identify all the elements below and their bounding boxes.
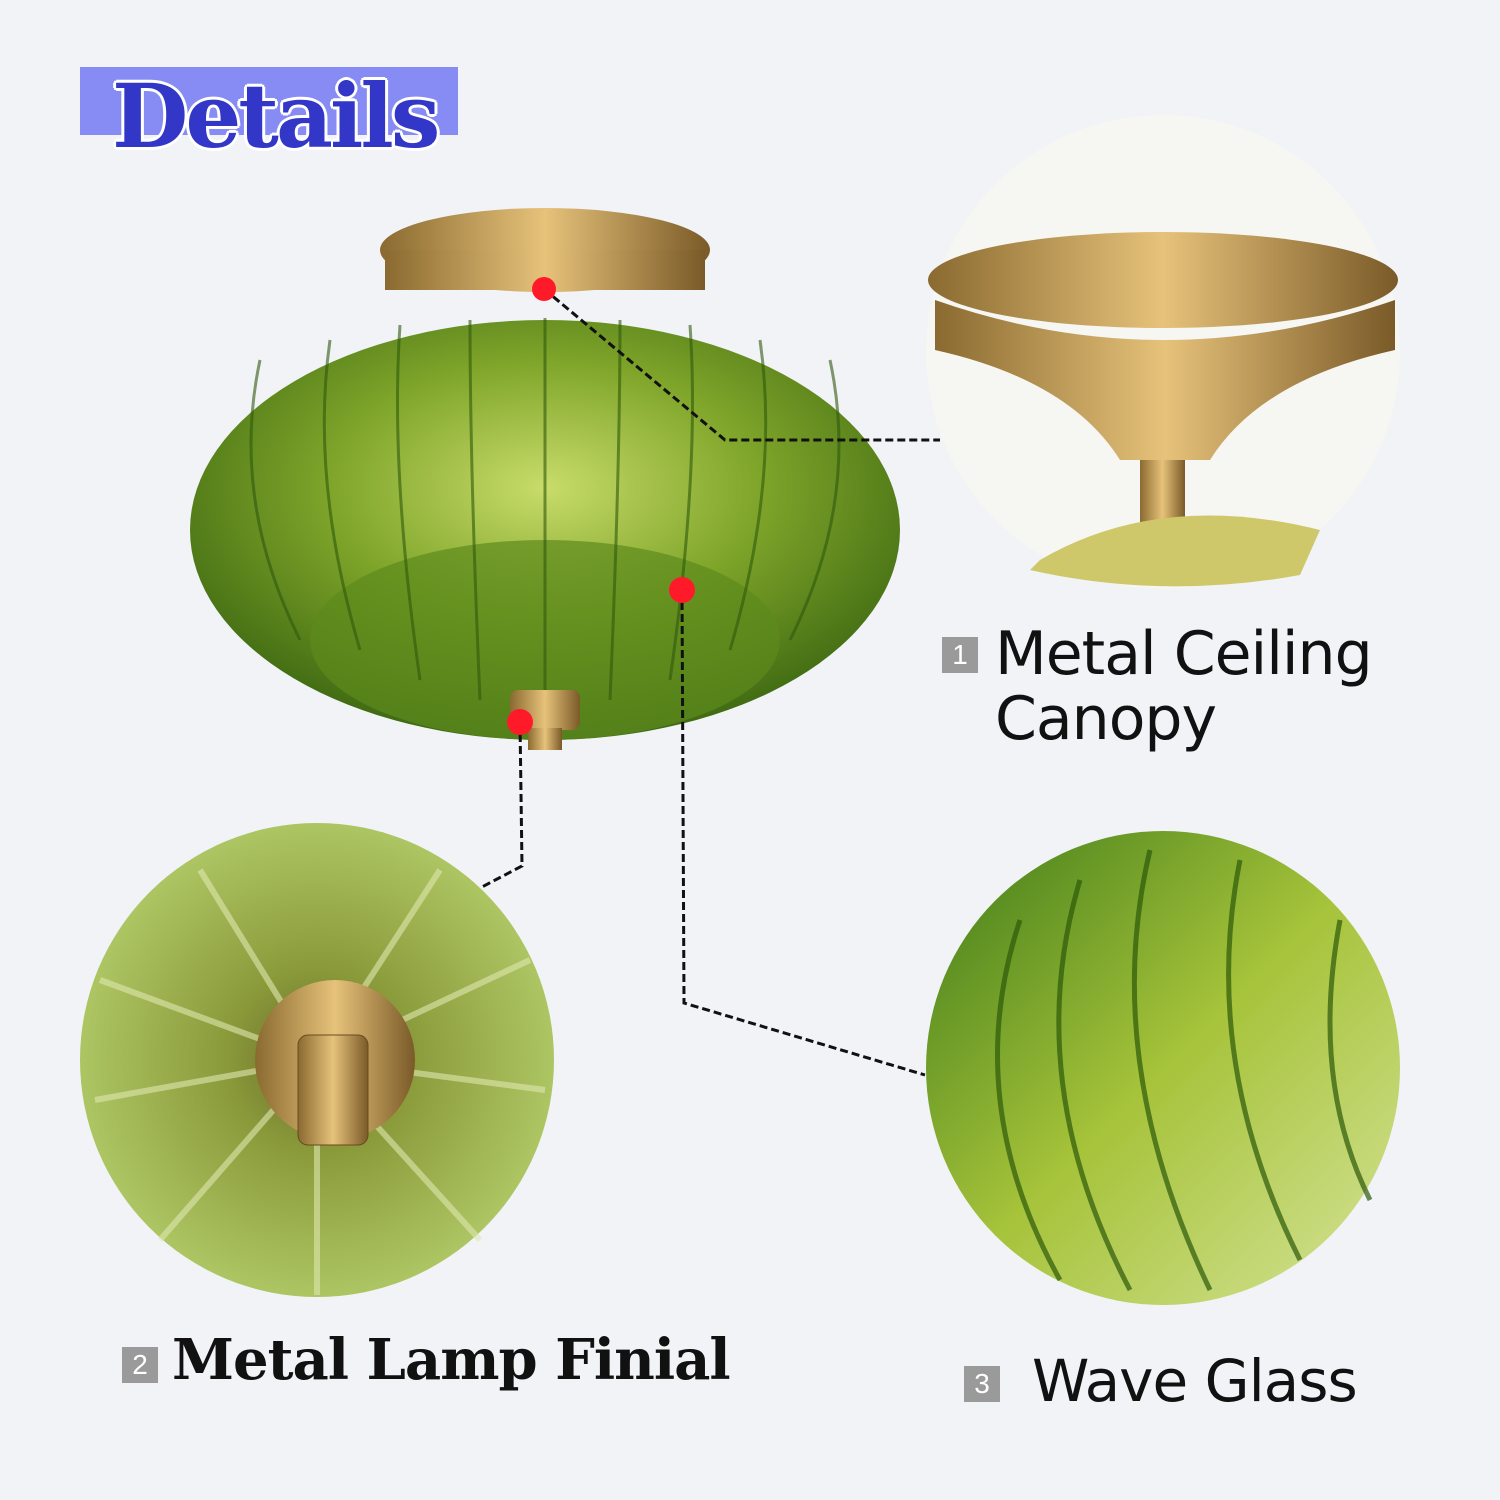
page-title: Details [112,64,440,168]
connector-lines [479,287,940,1077]
marker-canopy [532,277,556,301]
canopy-detail-image [926,115,1400,589]
feature-number-badge: 1 [942,637,978,673]
feature-label-canopy: Metal Ceiling Canopy [995,619,1373,754]
feature-label-finial: Metal Lamp Finial [172,1327,731,1393]
feature-number-badge: 2 [122,1347,158,1383]
feature-number-badge: 3 [964,1366,1000,1402]
lamp-image [190,208,900,750]
hotspot-markers [507,277,695,735]
label-line: Metal Ceiling [995,619,1373,689]
finial-detail-image [80,823,554,1297]
feature-label-wave-glass: Wave Glass [1032,1347,1358,1415]
title-bar [80,67,458,135]
wave-glass-detail-image [926,831,1400,1305]
marker-glass [669,577,695,603]
marker-finial [507,709,533,735]
label-line: Canopy [995,683,1217,754]
